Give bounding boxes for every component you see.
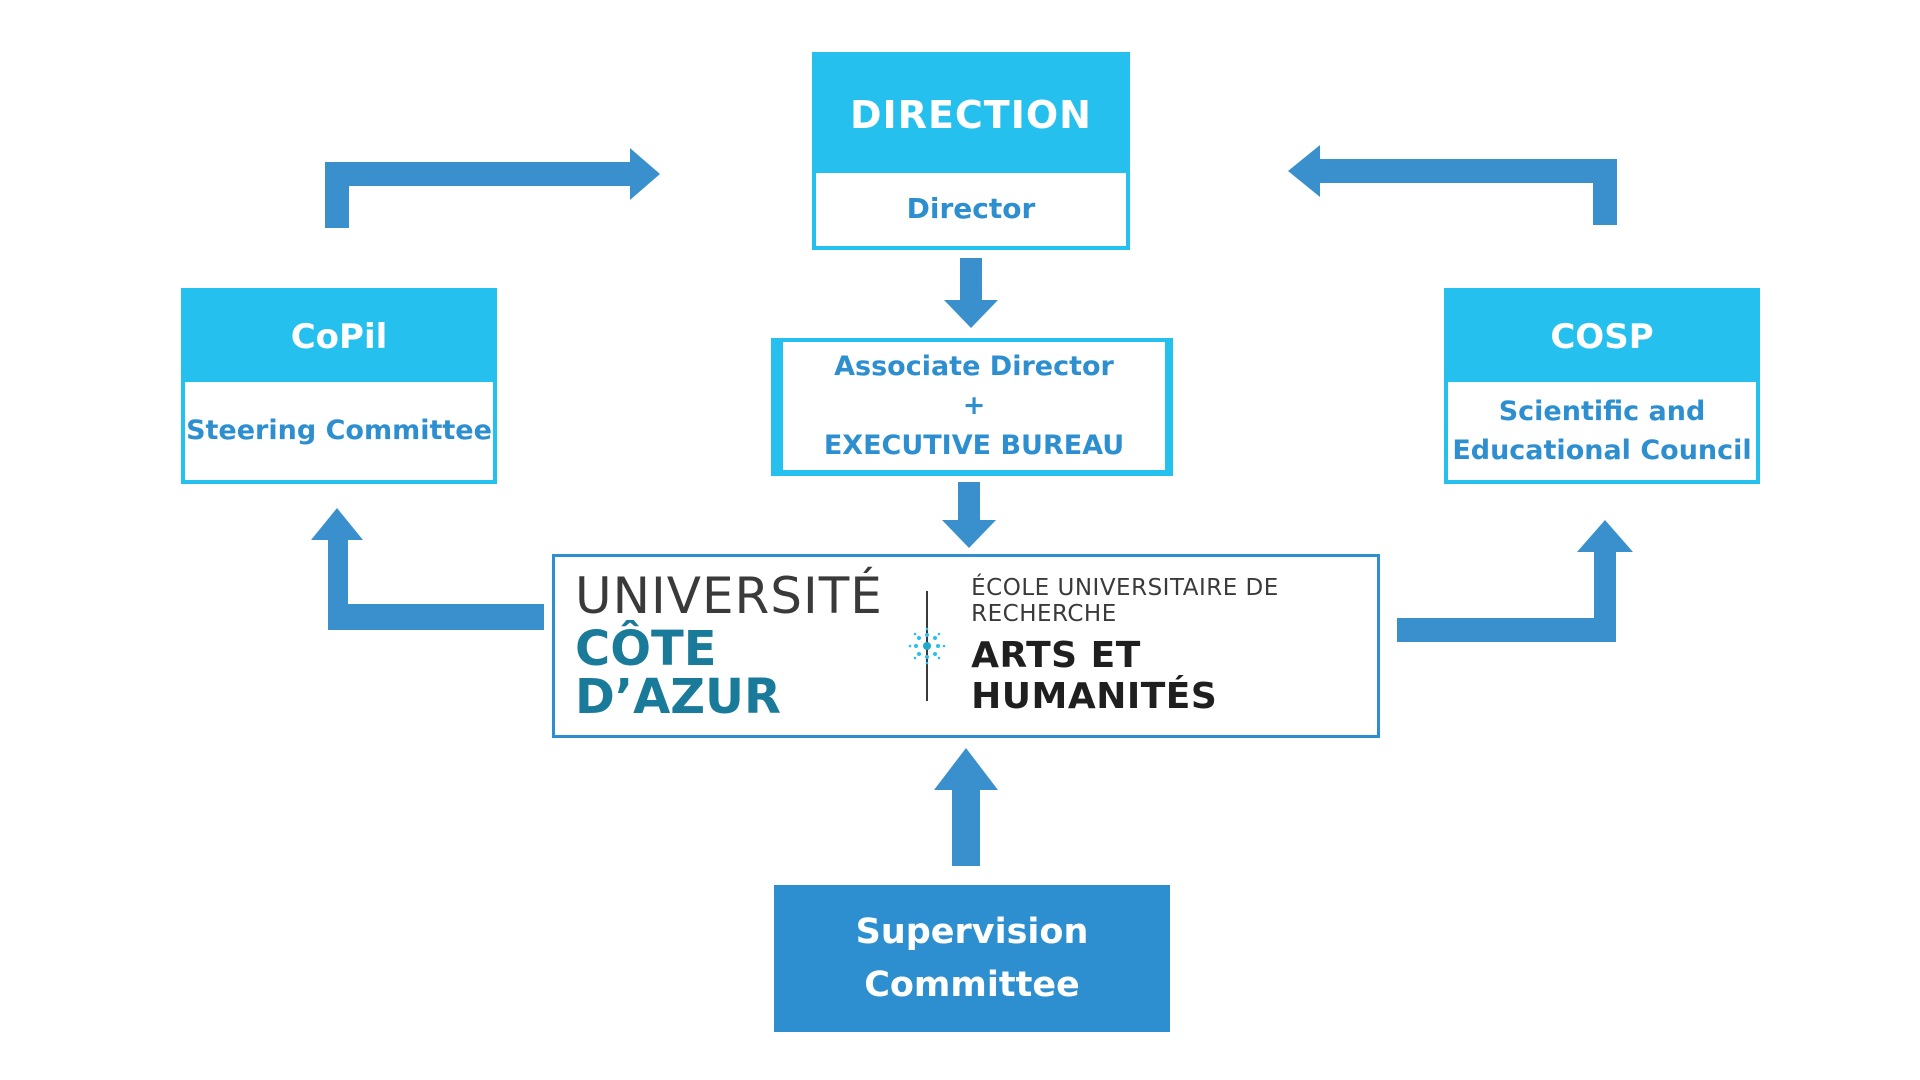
cosp-box: COSP Scientific and Educational Council: [1444, 288, 1760, 484]
university-logo-box: UNIVERSITÉ CÔTE D’AZUR: [552, 554, 1380, 738]
direction-title: DIRECTION: [816, 56, 1126, 173]
plus-sign: +: [962, 390, 986, 422]
cosp-subtitle-line2: Educational Council: [1452, 435, 1752, 466]
logo-ecole-universitaire: ÉCOLE UNIVERSITAIRE DE RECHERCHE: [971, 575, 1279, 627]
arrow-up-icon: [934, 748, 998, 866]
logo-arts-et-humanites: ARTS ET HUMANITÉS: [971, 635, 1218, 717]
arrow-down-icon: [944, 258, 998, 328]
supervision-line2: Committee: [864, 964, 1080, 1005]
arrow-down-icon: [942, 482, 996, 548]
logo-universite: UNIVERSITÉ: [575, 567, 883, 625]
logo-cote-dazur: CÔTE D’AZUR: [575, 621, 781, 725]
arrow-left-icon: [1288, 145, 1617, 225]
copil-title: CoPil: [185, 292, 493, 382]
cosp-subtitle: Scientific and Educational Council: [1448, 382, 1756, 480]
dot-pattern-icon: [908, 627, 945, 665]
associate-director-text: Associate Director + EXECUTIVE BUREAU: [783, 342, 1165, 470]
cosp-subtitle-line1: Scientific and: [1498, 395, 1706, 427]
supervision-committee-box: Supervision Committee: [774, 885, 1170, 1032]
associate-director-box: Associate Director + EXECUTIVE BUREAU: [771, 338, 1173, 476]
associate-director-line: Associate Director: [834, 351, 1114, 383]
copil-box: CoPil Steering Committee: [181, 288, 497, 484]
universite-cote-dazur-logo: UNIVERSITÉ CÔTE D’AZUR: [575, 571, 896, 721]
executive-bureau-line: EXECUTIVE BUREAU: [823, 429, 1125, 461]
copil-subtitle: Steering Committee: [186, 415, 492, 447]
supervision-line1: Supervision: [855, 912, 1089, 952]
arrow-up-icon: [1397, 520, 1633, 642]
cosp-title: COSP: [1448, 292, 1756, 382]
arrow-up-icon: [311, 508, 544, 630]
arrow-right-icon: [325, 148, 660, 228]
logo-separator: [908, 591, 962, 701]
eur-arts-humanites-logo: ÉCOLE UNIVERSITAIRE DE RECHERCHE ARTS ET…: [971, 575, 1377, 717]
direction-box: DIRECTION Director: [812, 52, 1130, 250]
direction-subtitle: Director: [906, 192, 1036, 226]
